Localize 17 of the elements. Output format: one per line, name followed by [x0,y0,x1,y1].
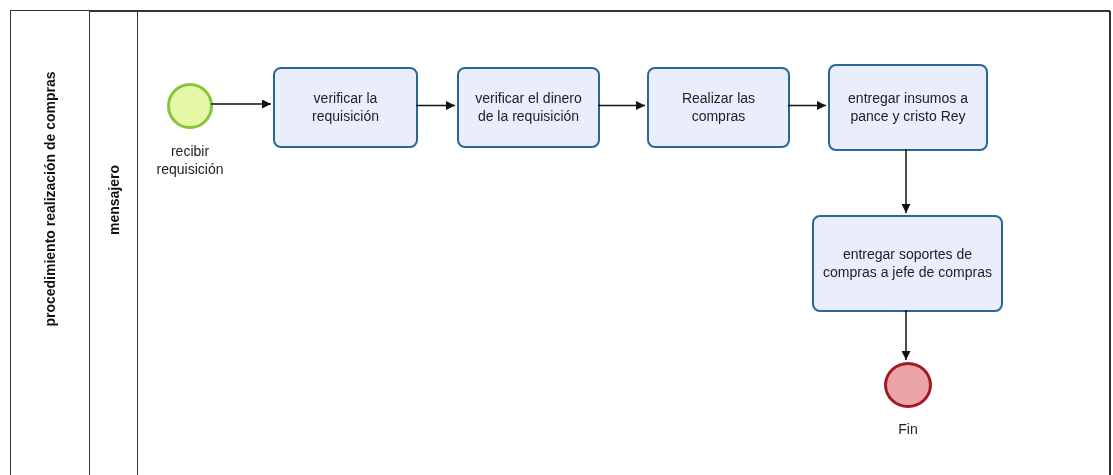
end-event-circle [884,362,932,408]
arrow [210,99,272,109]
arrow [415,101,456,110]
lane-label: mensajero [105,165,122,235]
event-label: Fin [898,420,918,439]
task-box: verificar la requisición [273,67,418,148]
task-box: verificar el dinero de la requisición [457,67,600,148]
arrow [901,309,911,361]
task-box: entregar insumos a pance y cristo Rey [828,64,988,151]
arrow [597,101,646,110]
event-label: recibir requisición [155,142,225,179]
arrow [901,148,911,214]
arrow [787,101,827,110]
pool-label: procedimiento realización de compras [42,71,58,327]
task-box: entregar soportes de compras a jefe de compras [812,215,1003,312]
task-box: Realizar las compras [647,67,790,148]
start-event-circle [167,83,213,129]
